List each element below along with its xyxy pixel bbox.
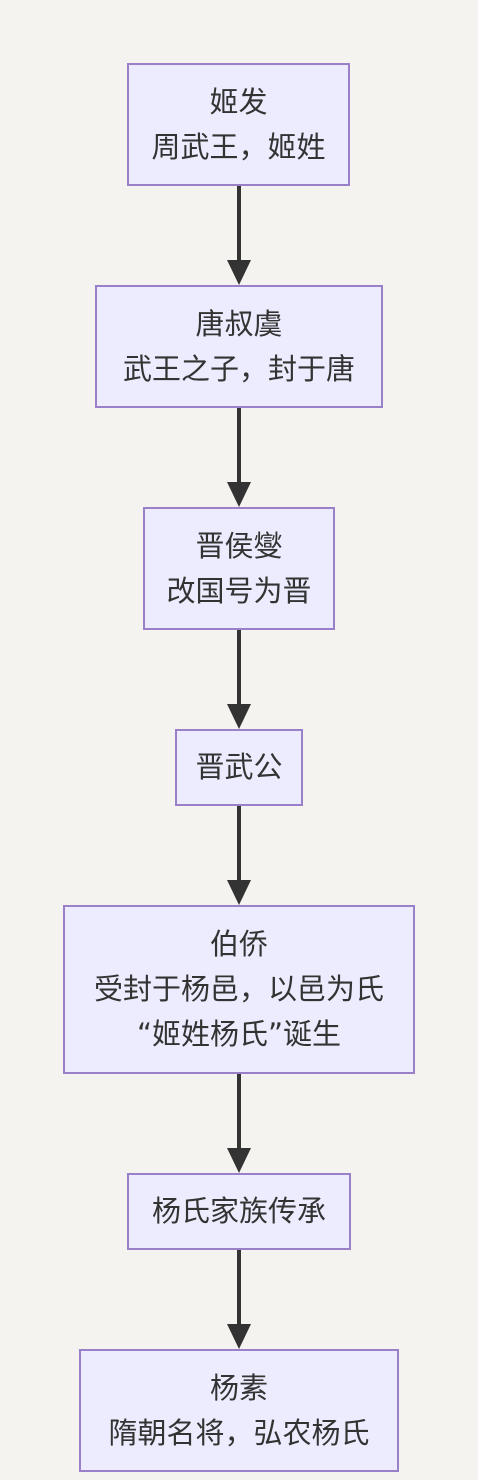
arrowhead-5 [227,1148,251,1173]
node-ji-fa: 姬发 周武王，姬姓 [127,63,350,186]
arrowhead-2 [227,482,251,507]
arrowhead-4 [227,880,251,905]
node-yang-family-title: 杨氏家族传承 [151,1194,326,1228]
node-ji-fa-desc: 周武王，姬姓 [151,129,326,164]
arrowhead-1 [227,260,251,285]
node-bo-qiao-note: “姬姓杨氏”诞生 [136,1017,342,1051]
node-jin-hou-xie-desc: 改国号为晋 [166,573,312,608]
node-jin-wu-gong-title: 晋武公 [195,750,283,784]
node-jin-hou-xie-title: 晋侯燮 [195,528,283,563]
node-ji-fa-title: 姬发 [209,84,268,119]
node-bo-qiao: 伯侨 受封于杨邑，以邑为氏 “姬姓杨氏”诞生 [63,905,415,1074]
edge-5 [227,1074,251,1173]
node-bo-qiao-desc: 受封于杨邑，以邑为氏 [93,972,384,1006]
node-yang-su: 杨素 隋朝名将，弘农杨氏 [79,1349,399,1472]
node-jin-hou-xie: 晋侯燮 改国号为晋 [143,507,335,630]
node-yang-family: 杨氏家族传承 [127,1173,351,1250]
node-yang-su-desc: 隋朝名将，弘农杨氏 [108,1415,370,1450]
node-tang-shu-yu-desc: 武王之子，封于唐 [122,351,355,386]
node-bo-qiao-title: 伯侨 [209,927,268,961]
node-tang-shu-yu-title: 唐叔虞 [195,306,283,341]
node-jin-wu-gong: 晋武公 [175,729,303,806]
edge-6 [227,1250,251,1349]
arrowhead-3 [227,704,251,729]
edge-4 [227,806,251,905]
node-tang-shu-yu: 唐叔虞 武王之子，封于唐 [95,285,383,408]
edge-2 [227,408,251,507]
edge-3 [227,630,251,729]
arrowhead-6 [227,1324,251,1349]
edge-1 [227,186,251,285]
node-yang-su-title: 杨素 [209,1370,268,1405]
